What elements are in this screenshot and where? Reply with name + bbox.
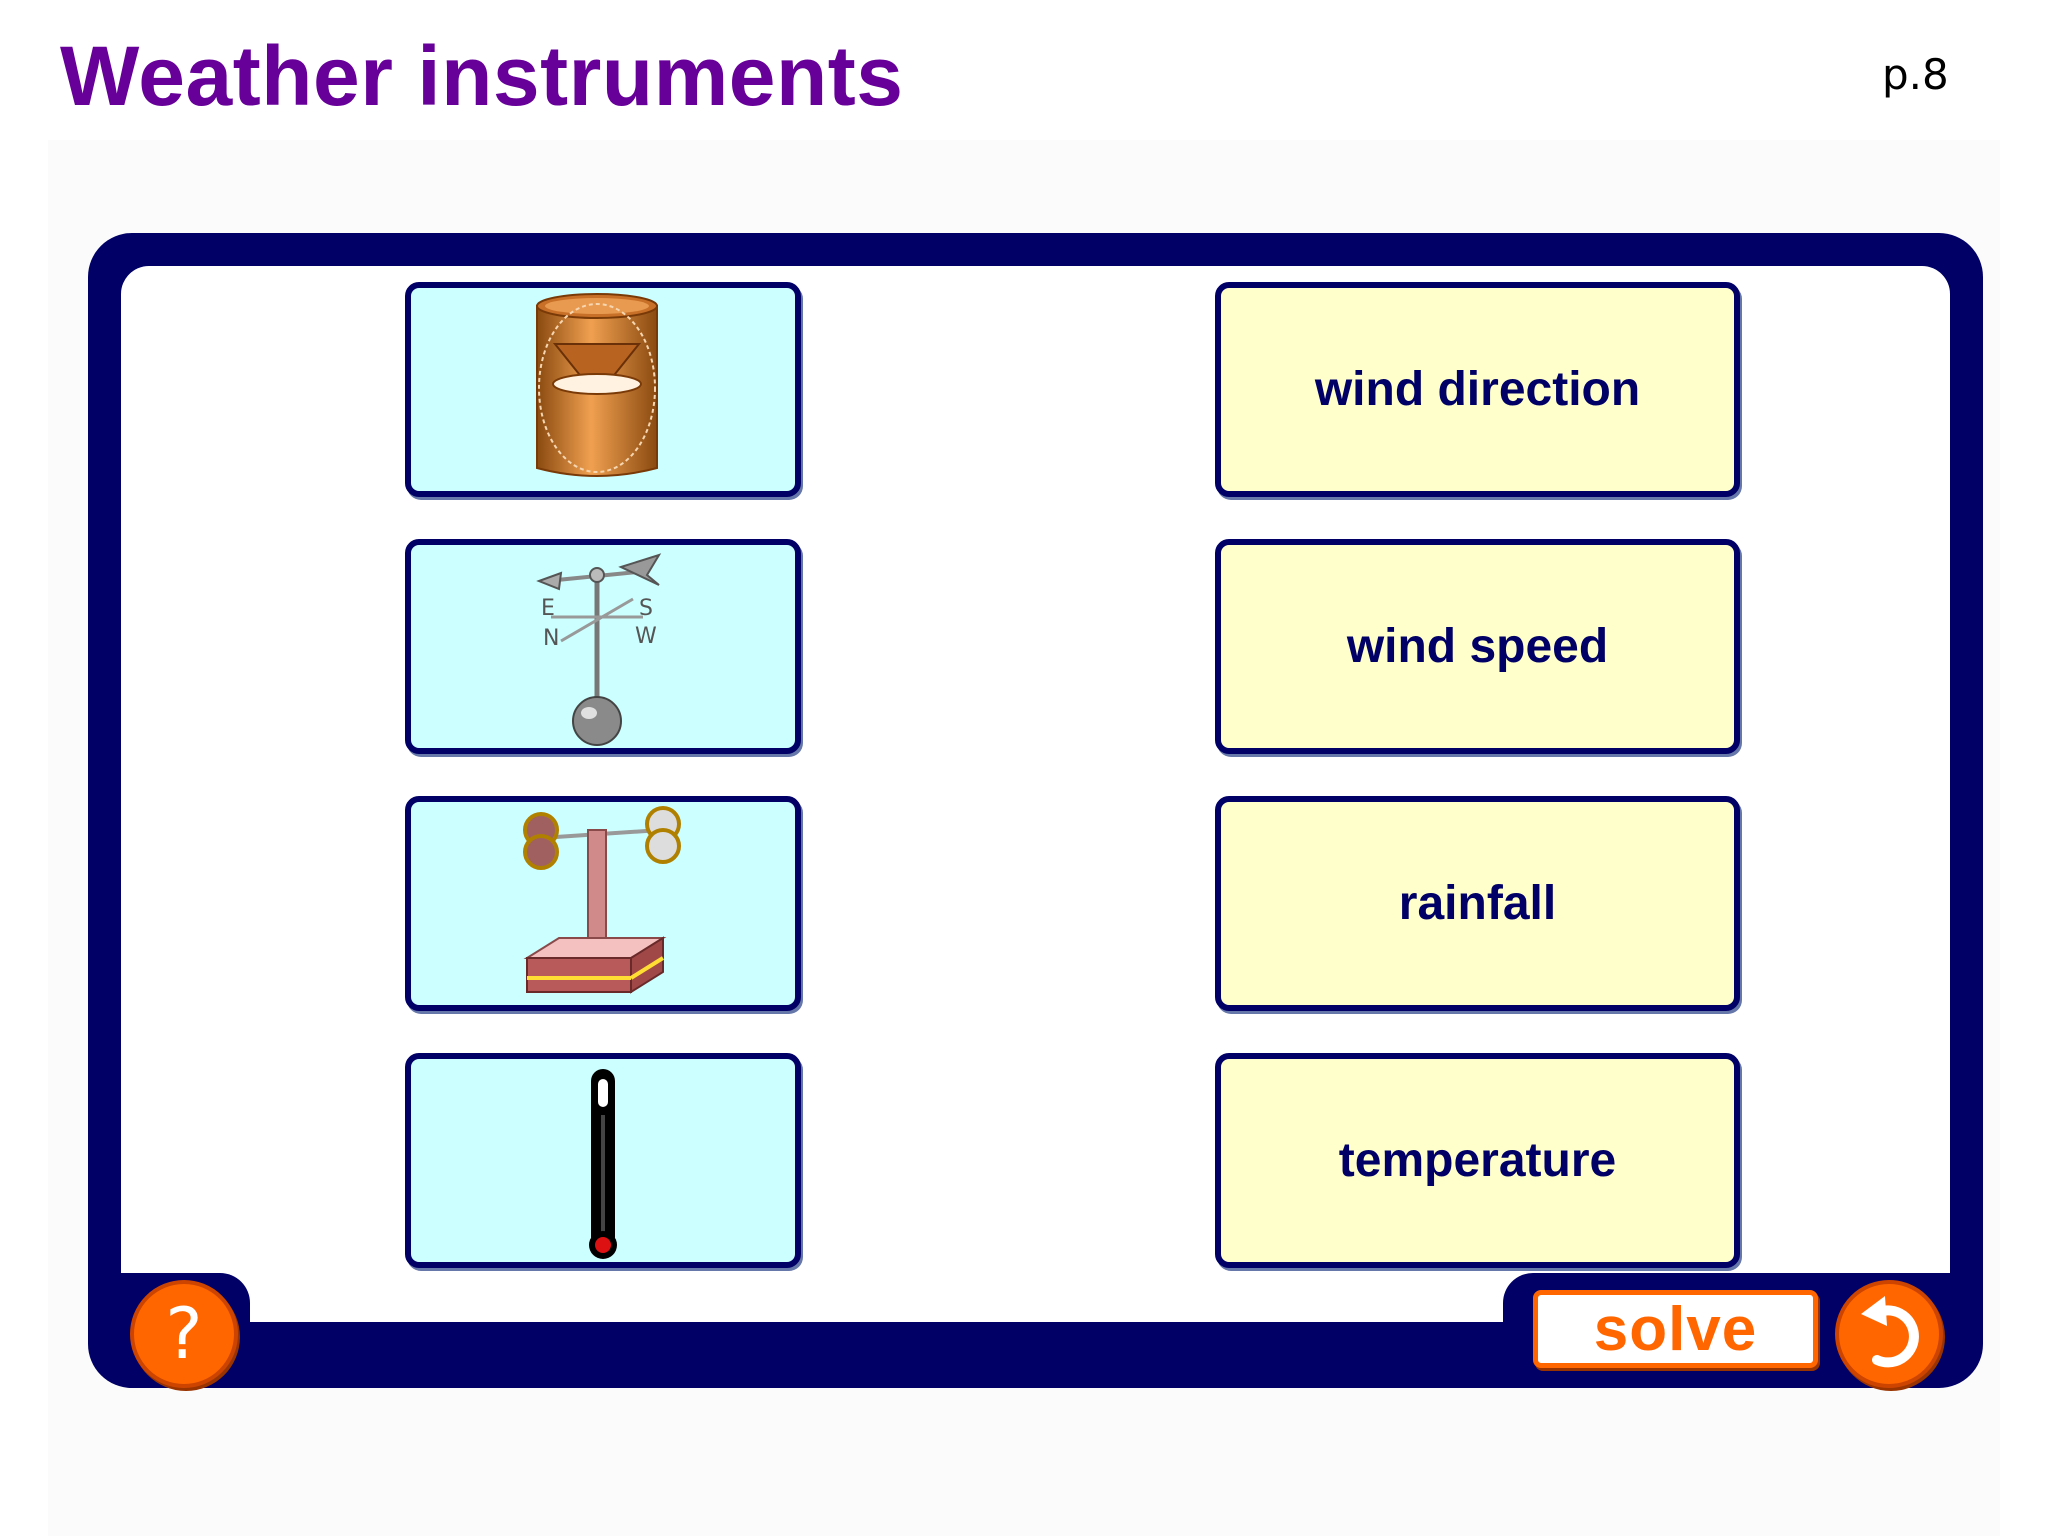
undo-arrow-icon: [1861, 1296, 1919, 1368]
picture-card-thermometer[interactable]: [405, 1053, 801, 1268]
solve-button[interactable]: solve: [1533, 1290, 1818, 1368]
label-card-1[interactable]: wind direction: [1215, 282, 1740, 497]
picture-card-weather-vane[interactable]: E S N W: [405, 539, 801, 754]
rain-gauge-icon: [536, 293, 658, 477]
anemometer-icon: [523, 806, 681, 994]
label-card-2[interactable]: wind speed: [1215, 539, 1740, 754]
reset-button[interactable]: [1835, 1280, 1943, 1388]
picture-card-rain-gauge[interactable]: [405, 282, 801, 497]
label-text: rainfall: [1398, 877, 1557, 930]
page-number: p.8: [1882, 50, 1949, 99]
weather-vane-icon: E S N W: [536, 553, 662, 746]
help-button[interactable]: ?: [130, 1280, 238, 1388]
thermometer-icon: [589, 1069, 617, 1259]
label-text: wind speed: [1346, 620, 1609, 673]
svg-text:E: E: [541, 596, 555, 621]
page-title: Weather instruments: [60, 29, 904, 123]
svg-text:N: N: [543, 626, 559, 651]
label-text: wind direction: [1314, 363, 1641, 416]
label-card-3[interactable]: rainfall: [1215, 796, 1740, 1011]
label-text: temperature: [1338, 1134, 1617, 1187]
label-card-4[interactable]: temperature: [1215, 1053, 1740, 1268]
picture-card-anemometer[interactable]: [405, 796, 801, 1011]
svg-text:S: S: [639, 596, 653, 621]
svg-text:W: W: [635, 624, 657, 649]
